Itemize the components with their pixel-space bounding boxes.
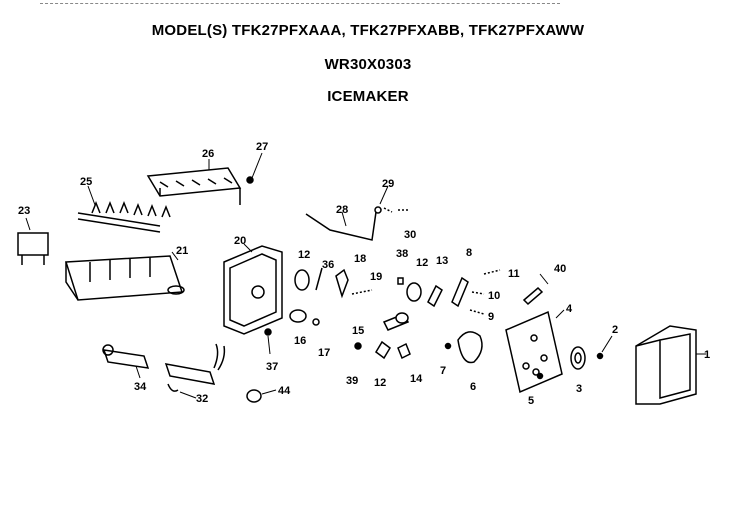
callout-29: 29 — [382, 178, 394, 190]
callout-17: 17 — [318, 347, 330, 359]
callout-7: 7 — [440, 365, 446, 377]
part-23 — [17, 217, 49, 265]
callout-2: 2 — [612, 324, 618, 336]
part-37 — [264, 328, 272, 355]
callout-4: 4 — [566, 303, 573, 315]
callout-5: 5 — [528, 395, 534, 407]
callout-21: 21 — [176, 245, 188, 257]
part-20-housing — [223, 243, 283, 335]
switch-parts — [397, 269, 501, 315]
part-3-gear — [570, 346, 586, 370]
switch-cluster — [289, 267, 373, 326]
part-26-cover — [146, 159, 242, 205]
callout-37: 37 — [266, 361, 278, 373]
callout-39: 39 — [346, 375, 358, 387]
callout-32: 32 — [196, 393, 208, 405]
part-2-screw — [596, 335, 613, 360]
callout-12b: 12 — [416, 257, 428, 269]
part-40 — [522, 273, 549, 306]
callout-16: 16 — [294, 335, 306, 347]
callout-23: 23 — [18, 205, 30, 217]
part-21-mold — [64, 251, 185, 301]
callout-34: 34 — [134, 381, 147, 393]
part-44 — [246, 389, 277, 403]
callout-8: 8 — [466, 247, 472, 259]
part-6-7 — [444, 331, 483, 364]
part-27-screw — [246, 152, 263, 184]
callout-10: 10 — [488, 290, 500, 302]
part-29-30 — [374, 185, 410, 214]
callout-1: 1 — [704, 349, 710, 361]
part-28-arm — [305, 211, 377, 241]
callout-9: 9 — [488, 311, 494, 323]
callout-36: 36 — [322, 259, 334, 271]
callouts: 1 2 3 4 5 6 7 8 9 10 11 12 12 12 13 14 1… — [18, 141, 710, 407]
callout-38: 38 — [396, 248, 408, 260]
callout-25: 25 — [80, 176, 92, 188]
callout-44: 44 — [278, 385, 291, 397]
callout-12c: 12 — [374, 377, 386, 389]
small-parts — [354, 312, 411, 360]
model-list: MODEL(S) TFK27PFXAAA, TFK27PFXABB, TFK27… — [151, 22, 585, 39]
callout-28: 28 — [336, 204, 348, 216]
callout-30: 30 — [404, 229, 416, 241]
part-4-plate — [505, 309, 565, 394]
callout-12a: 12 — [298, 249, 310, 261]
callout-11: 11 — [508, 268, 520, 280]
callout-14: 14 — [410, 373, 423, 385]
callout-18: 18 — [354, 253, 366, 265]
cropped-top-line — [40, 0, 560, 4]
part-34-fill-tube — [102, 344, 150, 379]
callout-26: 26 — [202, 148, 214, 160]
part-1-cover — [635, 325, 706, 405]
callout-27: 27 — [256, 141, 268, 153]
callout-13: 13 — [436, 255, 448, 267]
callout-3: 3 — [576, 383, 582, 395]
part-harness — [164, 343, 226, 399]
callout-19: 19 — [370, 271, 382, 283]
callout-15: 15 — [352, 325, 364, 337]
callout-6: 6 — [470, 381, 476, 393]
callout-40: 40 — [554, 263, 566, 275]
part-25-ejector — [77, 185, 171, 233]
diagram-title: ICEMAKER — [327, 88, 409, 105]
part-number: WR30X0303 — [324, 56, 412, 73]
callout-20: 20 — [234, 235, 246, 247]
